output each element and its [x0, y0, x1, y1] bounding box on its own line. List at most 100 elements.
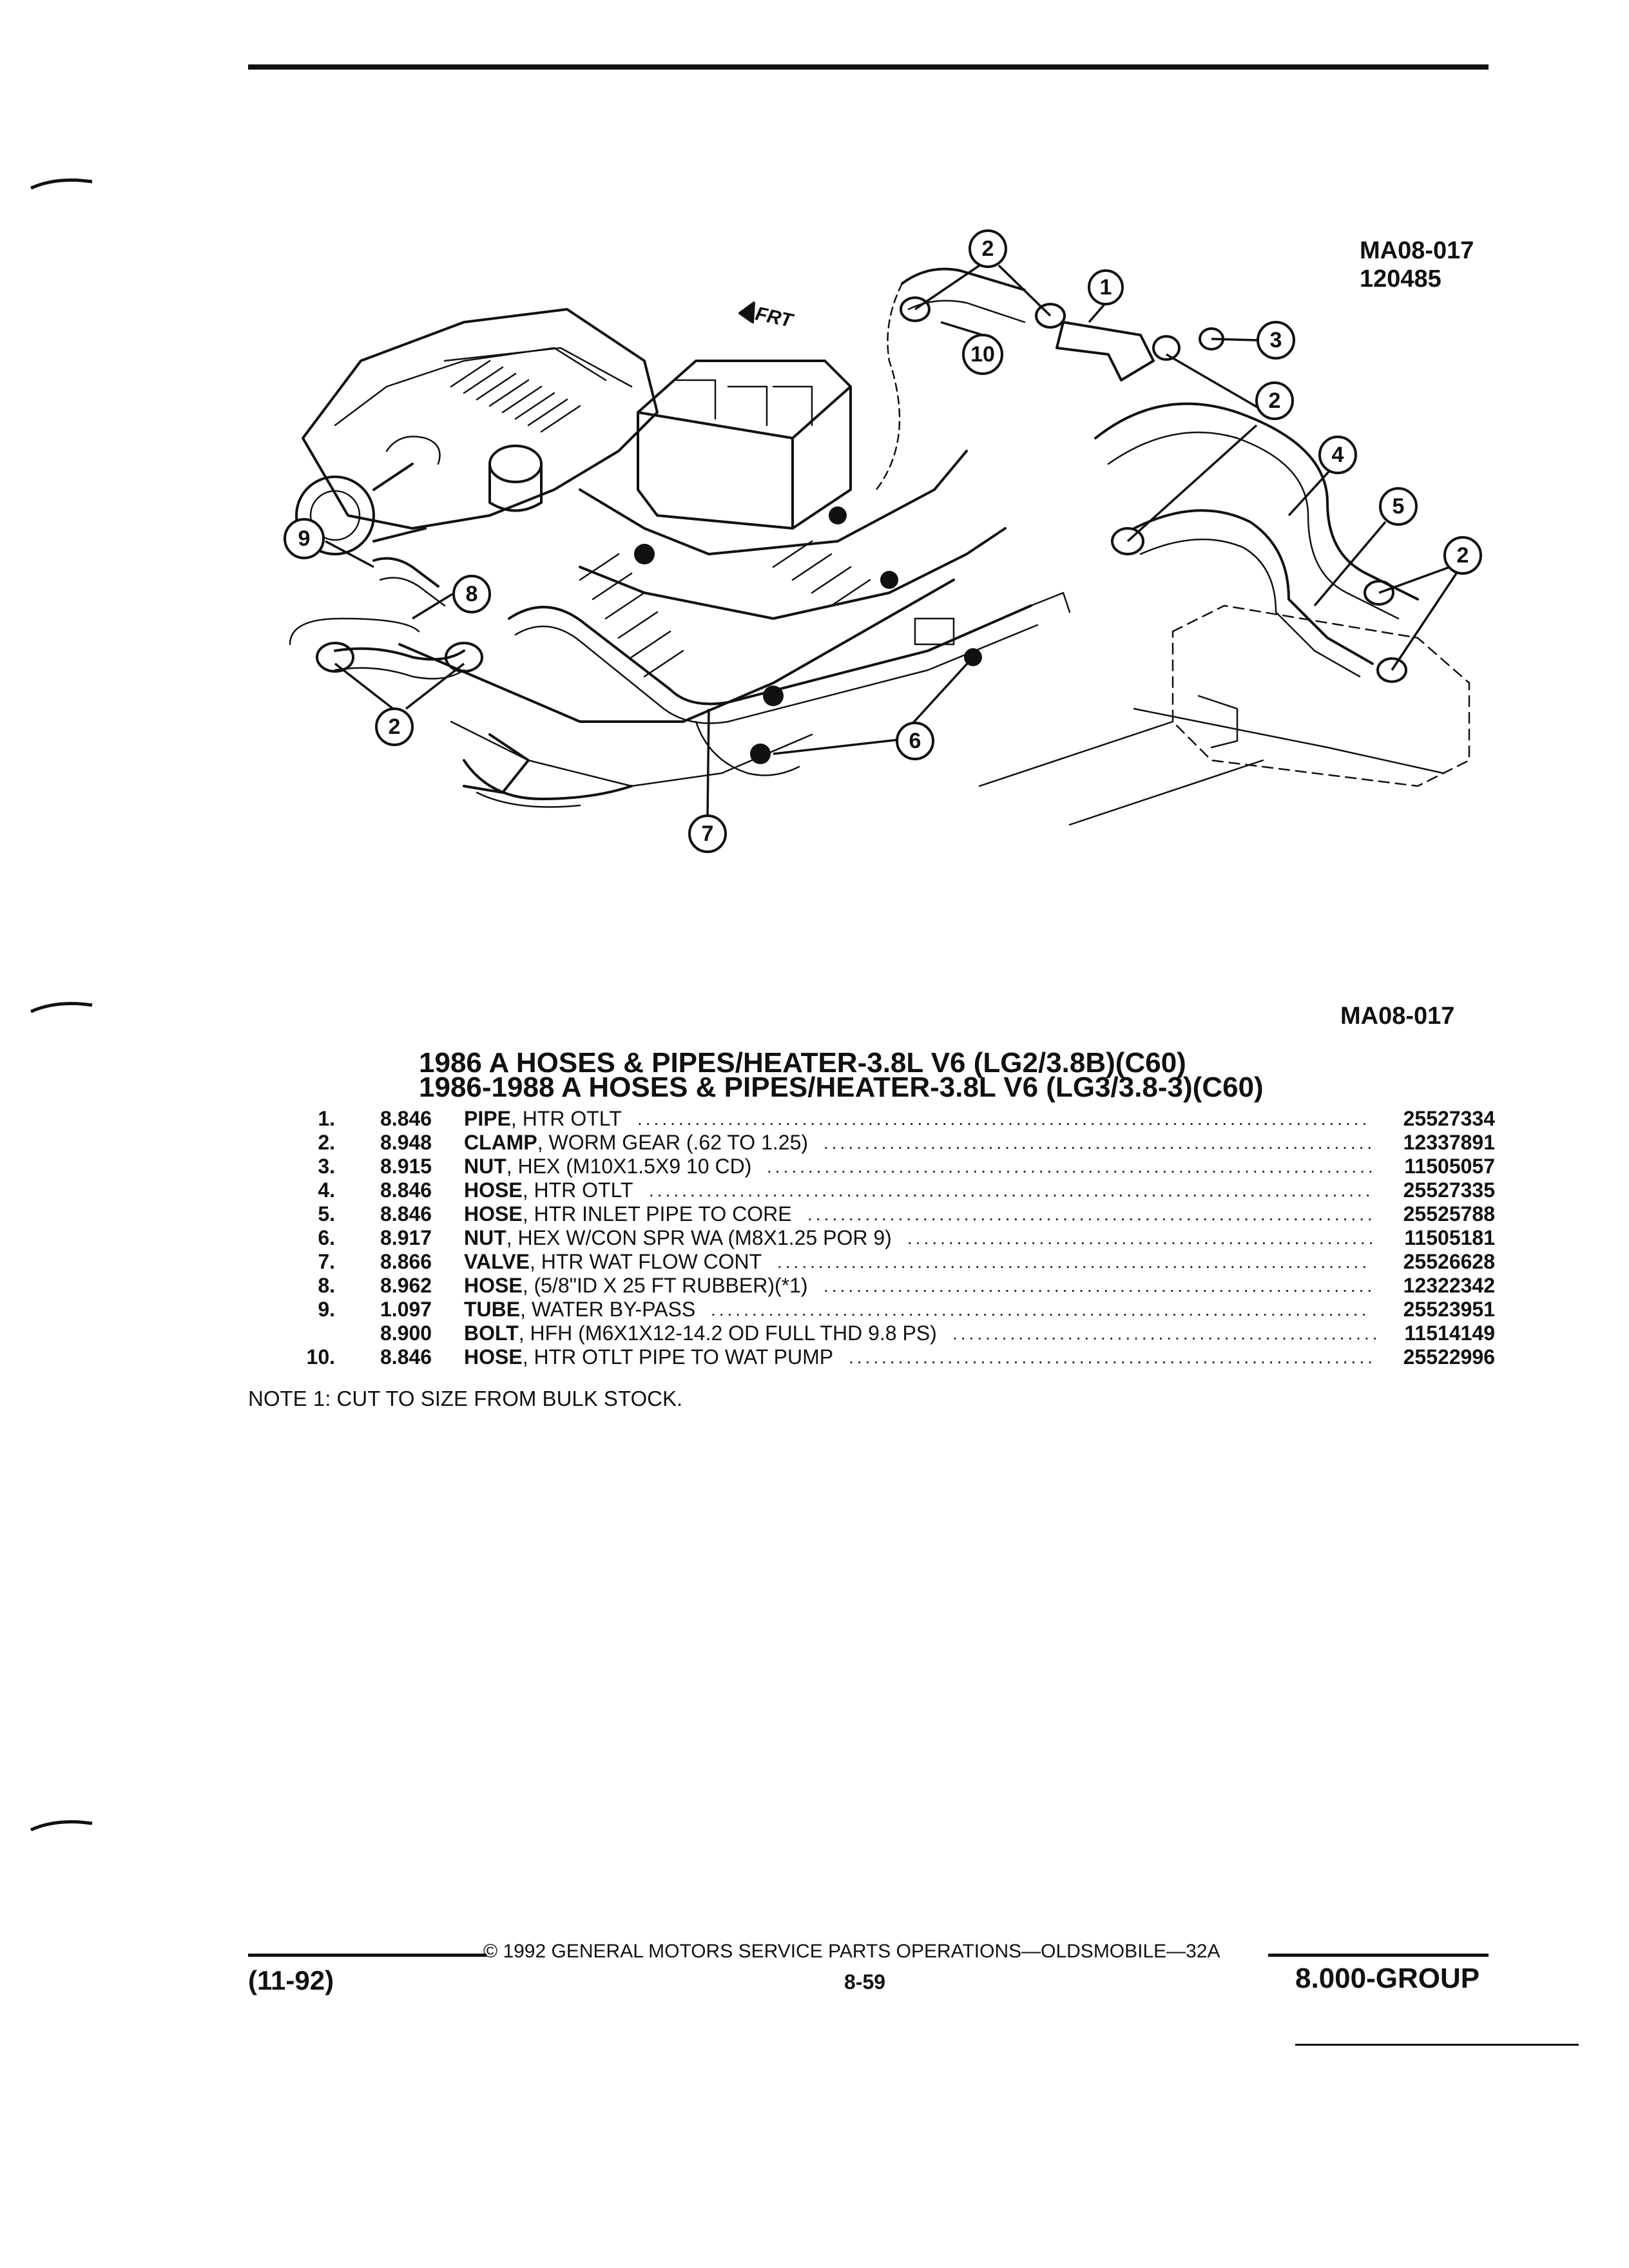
part-name: HOSE: [464, 1274, 523, 1297]
svg-text:7: 7: [702, 822, 714, 846]
footer-date-code: (11-92): [248, 1965, 334, 1995]
part-description: NUT, HEX W/CON SPR WA (M8X1.25 POR 9): [464, 1226, 892, 1250]
part-row: 8.900 BOLT, HFH (M6X1X12-14.2 OD FULL THD…: [284, 1321, 1495, 1345]
part-index: 5.: [318, 1202, 335, 1225]
svg-text:3: 3: [1270, 328, 1282, 352]
callout-2-right: 2: [1443, 536, 1482, 575]
svg-text:2: 2: [1269, 389, 1281, 413]
callout-2-left: 2: [375, 707, 414, 746]
part-number: 11505057: [1404, 1155, 1495, 1178]
part-detail: , HTR OTLT PIPE TO WAT PUMP: [522, 1345, 834, 1369]
part-detail: , HFH (M6X1X12-14.2 OD FULL THD 9.8 PS): [518, 1321, 937, 1345]
bottom-right-rule: [1295, 2044, 1579, 2046]
figure-date: 120485: [1360, 265, 1441, 293]
footer-copyright: © 1992 GENERAL MOTORS SERVICE PARTS OPER…: [483, 1941, 1220, 1962]
callout-5: 5: [1379, 487, 1418, 526]
engine-heater-hose-diagram: [289, 267, 1470, 826]
part-number: 25523951: [1403, 1298, 1495, 1321]
part-name: TUBE: [464, 1298, 521, 1321]
figure-caption: MA08-017: [1340, 1003, 1455, 1030]
part-group-code: 8.917: [380, 1226, 432, 1249]
part-group-code: 8.846: [380, 1178, 432, 1202]
part-detail: , HTR OTLT: [510, 1107, 622, 1130]
part-detail: , HTR WAT FLOW CONT: [529, 1250, 762, 1273]
svg-text:8: 8: [466, 582, 478, 606]
dot-leader: ........................................…: [637, 1109, 1371, 1129]
footer-rule-right: [1268, 1954, 1489, 1957]
part-detail: , WATER BY-PASS: [520, 1298, 696, 1321]
part-number: 25527334: [1403, 1107, 1495, 1130]
part-group-code: 8.866: [380, 1250, 432, 1273]
footer-group: 8.000-GROUP: [1295, 1963, 1480, 1994]
section-title-2: 1986-1988 A HOSES & PIPES/HEATER-3.8L V6…: [419, 1072, 1264, 1103]
part-group-code: 8.915: [380, 1155, 432, 1178]
part-group-code: 8.948: [380, 1131, 432, 1154]
part-group-code: 1.097: [380, 1298, 432, 1321]
part-number: 25525788: [1403, 1202, 1495, 1225]
callout-7: 7: [688, 814, 727, 853]
part-group-code: 8.846: [380, 1202, 432, 1225]
svg-text:2: 2: [389, 715, 401, 739]
part-detail: , HTR INLET PIPE TO CORE: [522, 1202, 792, 1225]
part-name: PIPE: [464, 1107, 511, 1130]
part-name: VALVE: [464, 1250, 530, 1273]
part-name: HOSE: [464, 1178, 523, 1202]
part-group-code: 8.846: [380, 1107, 432, 1130]
part-index: 9.: [318, 1298, 335, 1321]
part-description: PIPE, HTR OTLT: [464, 1107, 622, 1131]
part-description: BOLT, HFH (M6X1X12-14.2 OD FULL THD 9.8 …: [464, 1321, 937, 1345]
part-index: 2.: [318, 1131, 335, 1154]
dot-leader: ........................................…: [952, 1323, 1381, 1343]
part-row: 5. 8.846 HOSE, HTR INLET PIPE TO CORE.....…: [284, 1202, 1495, 1226]
part-name: NUT: [464, 1155, 506, 1178]
part-detail: , HTR OTLT: [522, 1178, 633, 1202]
binder-hole-marks: [30, 178, 93, 1832]
dot-leader: ........................................…: [849, 1347, 1376, 1367]
part-detail: , HEX W/CON SPR WA (M8X1.25 POR 9): [506, 1226, 892, 1249]
part-detail: , (5/8"ID X 25 FT RUBBER)(*1): [522, 1274, 808, 1297]
section-title-1: 1986 A HOSES & PIPES/HEATER-3.8L V6 (LG2…: [419, 1047, 1186, 1079]
part-name: CLAMP: [464, 1131, 537, 1154]
part-description: HOSE, HTR INLET PIPE TO CORE: [464, 1202, 792, 1226]
dot-leader: ........................................…: [649, 1180, 1374, 1200]
callout-6: 6: [896, 722, 934, 760]
part-description: TUBE, WATER BY-PASS: [464, 1298, 695, 1321]
part-name: HOSE: [464, 1202, 523, 1225]
dot-leader: ........................................…: [824, 1276, 1376, 1296]
callout-2-top: 2: [969, 229, 1007, 268]
part-name: HOSE: [464, 1345, 523, 1369]
part-number: 25527335: [1403, 1178, 1495, 1202]
callout-4: 4: [1318, 436, 1357, 474]
dot-leader: ........................................…: [777, 1252, 1371, 1272]
svg-text:2: 2: [982, 236, 994, 261]
svg-text:4: 4: [1332, 443, 1344, 467]
part-number: 12322342: [1403, 1274, 1495, 1297]
svg-text:5: 5: [1393, 494, 1405, 519]
svg-text:6: 6: [909, 729, 921, 753]
part-number: 12337891: [1403, 1131, 1495, 1154]
part-description: NUT, HEX (M10X1.5X9 10 CD): [464, 1155, 751, 1178]
part-group-code: 8.962: [380, 1274, 432, 1297]
part-group-code: 8.846: [380, 1345, 432, 1369]
part-detail: , WORM GEAR (.62 TO 1.25): [537, 1131, 809, 1154]
part-detail: , HEX (M10X1.5X9 10 CD): [506, 1155, 752, 1178]
svg-text:1: 1: [1100, 275, 1112, 300]
callout-2-mid: 2: [1255, 381, 1294, 420]
footer-rule-left: [248, 1954, 487, 1957]
part-name: BOLT: [464, 1321, 519, 1345]
part-number: 25522996: [1403, 1345, 1495, 1369]
part-group-code: 8.900: [380, 1321, 432, 1345]
part-index: 3.: [318, 1155, 335, 1178]
dot-leader: ........................................…: [907, 1228, 1377, 1248]
callout-1: 1: [1088, 269, 1124, 305]
dot-leader: ........................................…: [807, 1204, 1376, 1224]
footer-page-number: 8-59: [844, 1970, 886, 1994]
